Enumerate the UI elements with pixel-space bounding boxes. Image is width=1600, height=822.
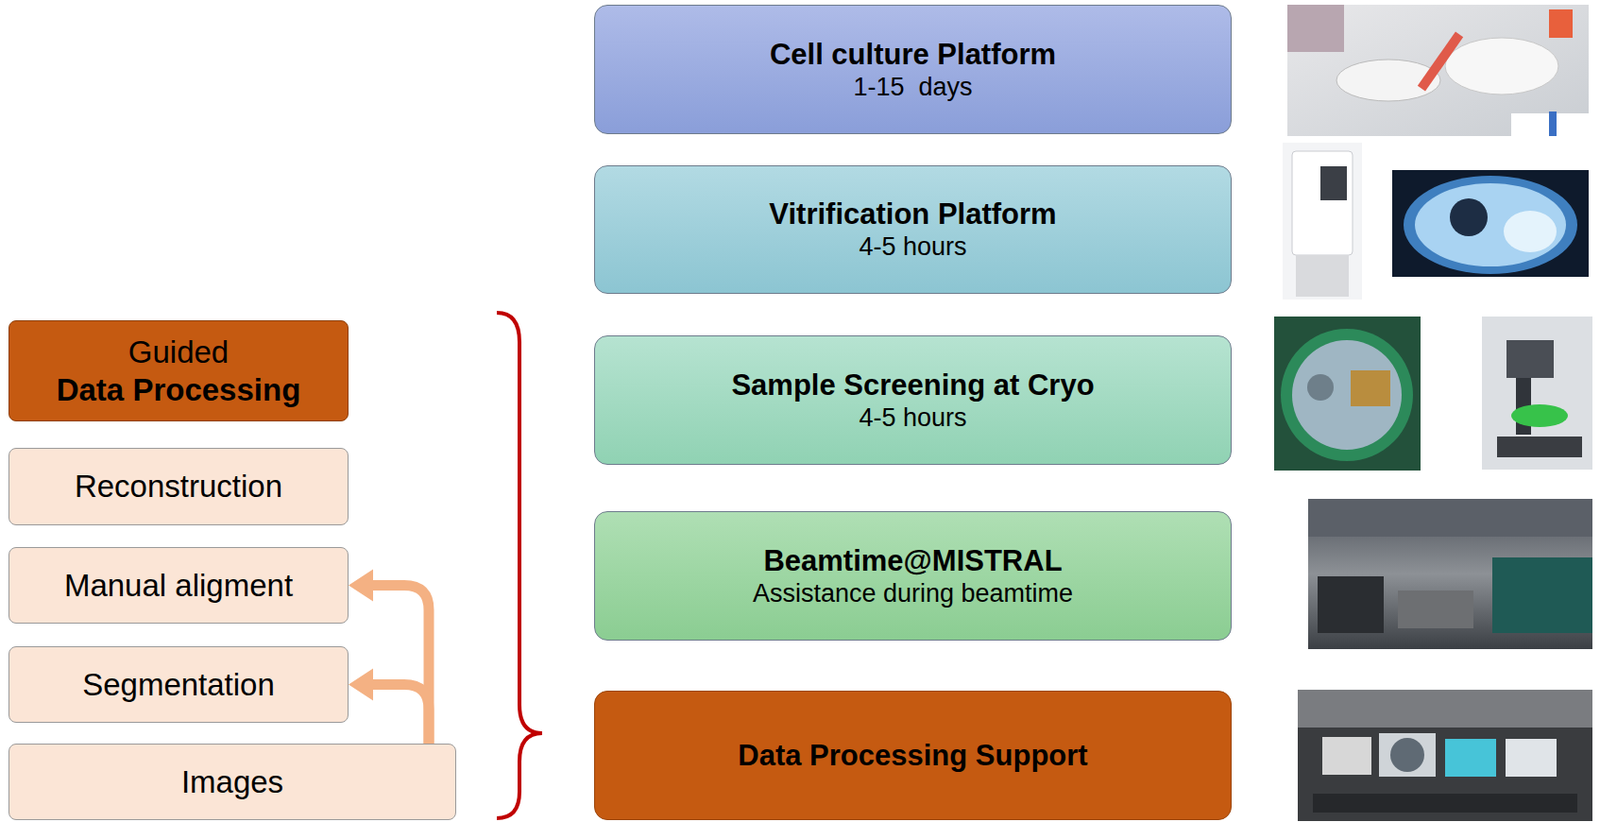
box-title: Sample Screening at Cryo: [731, 367, 1094, 403]
platform-box: Cell culture Platform1-15 days: [594, 4, 1232, 135]
vitrification-dewar-photo: [1392, 170, 1589, 277]
box-subtitle: 4-5 hours: [858, 402, 967, 433]
support-box: Data Processing Support: [594, 690, 1232, 820]
step-box: Reconstruction: [8, 447, 349, 526]
box-subtitle: Data Processing: [56, 371, 302, 409]
box-title: Manual aligment: [64, 566, 293, 605]
vitrification-device-photo: [1282, 142, 1362, 300]
box-title: Vitrification Platform: [768, 196, 1056, 232]
microscope-photo: [1481, 316, 1593, 470]
step-box: Segmentation: [8, 646, 349, 723]
step-box: Images: [8, 743, 457, 820]
platform-box: Beamtime@MISTRALAssistance during beamti…: [594, 510, 1232, 641]
box-title: Reconstruction: [74, 467, 283, 506]
box-subtitle: 4-5 hours: [858, 231, 967, 262]
arrow-line: [371, 585, 429, 745]
platform-box: Sample Screening at Cryo4-5 hours: [594, 335, 1232, 465]
step-box: Manual aligment: [8, 546, 349, 624]
beamline-hall-photo: [1308, 498, 1593, 649]
workstation-photo: [1297, 689, 1593, 821]
arrow-head: [348, 569, 374, 602]
heading-box: GuidedData Processing: [8, 320, 349, 422]
platform-box: Vitrification Platform4-5 hours: [594, 165, 1232, 294]
curly-bracket: [496, 312, 543, 818]
box-subtitle: Assistance during beamtime: [752, 578, 1073, 609]
box-title: Beamtime@MISTRAL: [763, 543, 1062, 579]
box-subtitle: 1-15 days: [852, 71, 972, 103]
box-title: Data Processing Support: [737, 737, 1088, 773]
cryo-stage-photo: [1274, 316, 1421, 471]
flow-arrow: [348, 668, 429, 745]
cell-culture-photo: [1287, 4, 1589, 137]
box-title: Cell culture Platform: [769, 36, 1056, 72]
box-title: Segmentation: [82, 665, 275, 704]
flow-arrow: [348, 569, 429, 745]
arrow-head: [348, 668, 374, 701]
box-title: Images: [181, 763, 284, 801]
box-title: Guided: [128, 333, 229, 372]
arrow-line: [371, 684, 429, 745]
